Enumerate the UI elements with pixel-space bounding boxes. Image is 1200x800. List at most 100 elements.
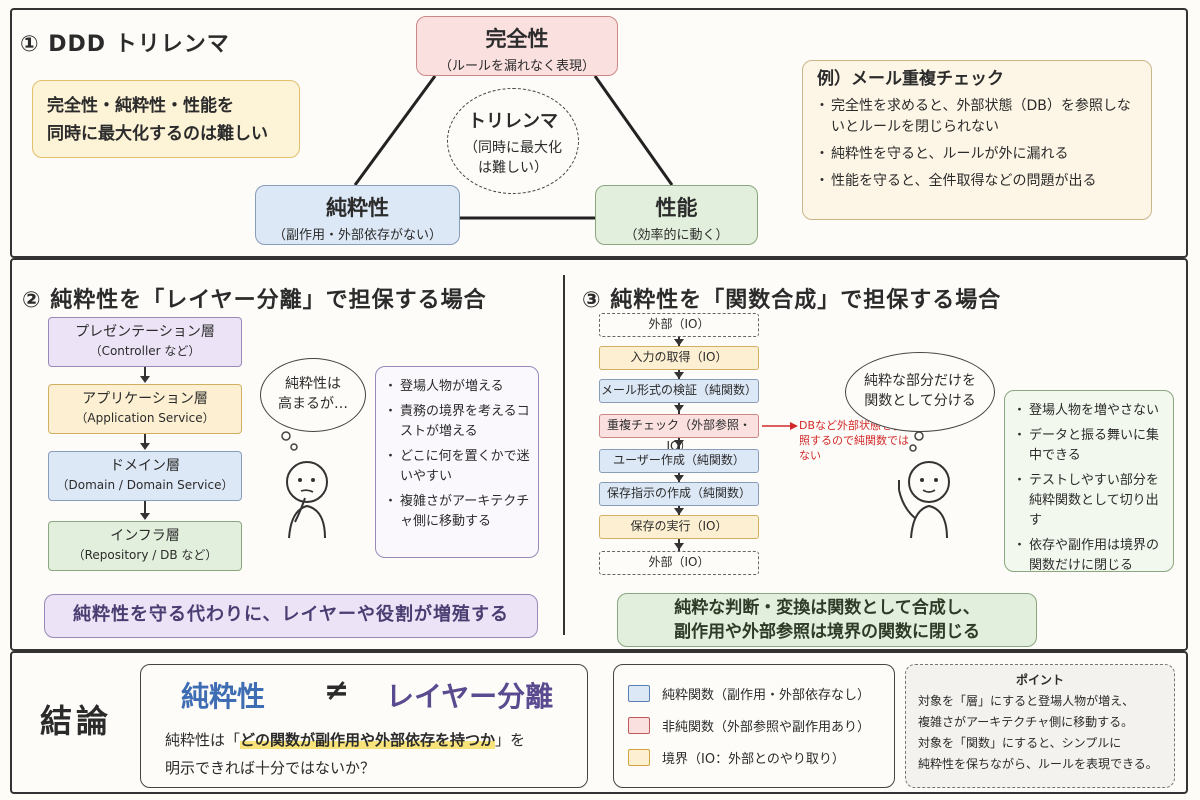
benefit-item: 登場人物を増やさない xyxy=(1013,401,1165,421)
layer-separation-word: レイヤー分離 xyxy=(386,680,554,713)
benefit-item: 依存や副作用は境界の関数だけに閉じる xyxy=(1013,536,1165,576)
point-title: ポイント xyxy=(1015,673,1064,687)
point-line: 複雑さがアーキテクチャ側に移動する。 xyxy=(918,715,1134,729)
section3-title: ③ 純粋性を「関数合成」で担保する場合 xyxy=(582,288,1002,313)
layer-name: アプリケーション層 xyxy=(82,391,208,407)
layer-sub: （Domain / Domain Service） xyxy=(56,478,234,492)
arrow-down-icon xyxy=(674,405,684,412)
flow-step-external: 外部（IO） xyxy=(599,313,759,337)
conclusion-highlight: どの関数が副作用や外部依存を持つか xyxy=(240,731,496,749)
example-item: 性能を守ると、全件取得などの問題が出る xyxy=(815,171,1137,192)
purity-word: 純粋性 xyxy=(181,680,266,713)
example-title: 例）メール重複チェック xyxy=(817,69,1004,89)
impure-warning-note: DBなど外部状態を参照するので純関数ではない xyxy=(799,419,909,462)
example-item: 完全性を求めると、外部状態（DB）を参照しないとルールを閉じられない xyxy=(815,96,1137,138)
drawback-item: どこに何を置くかで迷いやすい xyxy=(384,447,530,487)
not-equal-sign: ≠ xyxy=(324,673,350,708)
domain-layer: ドメイン層 （Domain / Domain Service） xyxy=(48,451,242,501)
arrow-down-icon xyxy=(674,372,684,379)
conclusion-statement: 純粋性 ≠ レイヤー分離 純粋性は「どの関数が副作用や外部依存を持つか」を 明示… xyxy=(140,664,588,788)
completeness-sub: （ルールを漏れなく表現） xyxy=(438,59,595,74)
arrow-down-icon xyxy=(674,543,684,550)
flow-step-validate: メール形式の検証（純関数） xyxy=(599,379,759,403)
drawback-item: 登場人物が増える xyxy=(384,377,530,397)
layers-drawbacks-panel: 登場人物が増える 責務の境界を考えるコストが増える どこに何を置くかで迷いやすい… xyxy=(375,366,539,558)
drawback-item: 複雑さがアーキテクチャ側に移動する xyxy=(384,492,530,532)
arrow-down-icon xyxy=(140,443,150,450)
legend-row-impure: 非純関数（外部参照や副作用あり） xyxy=(628,709,880,741)
layers-drawbacks-list: 登場人物が増える 責務の境界を考えるコストが増える どこに何を置くかで迷いやすい… xyxy=(384,377,530,532)
point-panel: ポイント 対象を「層」にすると登場人物が増え、 複雑さがアーキテクチャ側に移動す… xyxy=(905,664,1175,788)
bubble-line: 純粋性は xyxy=(285,376,341,392)
layer-name: プレゼンテーション層 xyxy=(75,324,215,340)
application-layer: アプリケーション層 （Application Service） xyxy=(48,384,242,434)
layer-sub: （Repository / DB など） xyxy=(72,548,218,562)
arrow-down-icon xyxy=(674,475,684,482)
bubble-line: 関数として分ける xyxy=(864,393,976,409)
legend-label: 境界（IO：外部とのやり取り） xyxy=(662,751,845,767)
section1-title: ① DDD トリレンマ xyxy=(20,32,230,57)
arrow-down-icon xyxy=(140,513,150,520)
arrow-down-icon xyxy=(140,376,150,383)
conclusion-text-line2: 明示できれば十分ではないか？ xyxy=(165,759,376,777)
conclusion-text-line1: 純粋性は「どの関数が副作用や外部依存を持つか」を xyxy=(165,729,525,750)
presentation-layer: プレゼンテーション層 （Controller など） xyxy=(48,317,242,367)
layer-connector xyxy=(144,367,146,377)
example-panel: 例）メール重複チェック 完全性を求めると、外部状態（DB）を参照しないとルールを… xyxy=(802,60,1152,220)
arrow-down-icon xyxy=(674,440,684,447)
legend-label: 非純関数（外部参照や副作用あり） xyxy=(662,719,871,735)
arrow-down-icon xyxy=(674,508,684,515)
legend-panel: 純粋関数（副作用・外部依存なし） 非純関数（外部参照や副作用あり） 境界（IO：… xyxy=(613,664,895,788)
layers-summary-banner: 純粋性を守る代わりに、レイヤーや役割が増殖する xyxy=(44,594,538,638)
completeness-title: 完全性 xyxy=(485,27,549,51)
triangle-edge-top-right xyxy=(593,75,674,186)
thought-bubble-functions: 純粋な部分だけを 関数として分ける xyxy=(845,352,995,432)
conclusion-text-pre: 純粋性は「 xyxy=(165,731,241,749)
layer-sub: （Controller など） xyxy=(89,344,201,358)
legend-swatch-impure xyxy=(628,716,650,734)
flow-step-input: 入力の取得（IO） xyxy=(599,346,759,370)
layer-sub: （Application Service） xyxy=(75,411,215,425)
trilemma-cloud-sub1: （同時に最大化 xyxy=(464,140,562,156)
flow-step-external: 外部（IO） xyxy=(599,551,759,575)
performance-node: 性能 （効率的に動く） xyxy=(595,185,758,245)
functions-summary-line1: 純粋な判断・変換は関数として合成し、 xyxy=(674,598,980,618)
trilemma-note-line2: 同時に最大化するのは難しい xyxy=(47,124,268,144)
section2-title: ② 純粋性を「レイヤー分離」で担保する場合 xyxy=(22,288,487,313)
thought-bubble-layers: 純粋性は 高まるが… xyxy=(260,358,366,432)
trilemma-cloud: トリレンマ （同時に最大化 は難しい） xyxy=(447,88,579,194)
layer-connector xyxy=(144,434,146,444)
functions-benefits-list: 登場人物を増やさない データと振る舞いに集中できる テストしやすい部分を純粋関数… xyxy=(1013,401,1165,576)
completeness-node: 完全性 （ルールを漏れなく表現） xyxy=(416,16,618,76)
conclusion-text-post: 」を xyxy=(495,731,526,749)
red-arrow-icon xyxy=(762,422,798,430)
drawback-item: 責務の境界を考えるコストが増える xyxy=(384,402,530,442)
trilemma-cloud-title: トリレンマ xyxy=(468,111,558,132)
trilemma-note-line1: 完全性・純粋性・性能を xyxy=(47,96,234,116)
triangle-edge-top-left xyxy=(353,75,437,186)
legend-label: 純粋関数（副作用・外部依存なし） xyxy=(662,687,871,703)
bubble-line: 高まるが… xyxy=(278,396,348,412)
section-divider xyxy=(563,275,565,635)
flow-step-save-exec: 保存の実行（IO） xyxy=(599,515,759,539)
point-line: 対象を「層」にすると登場人物が増え、 xyxy=(918,694,1135,708)
flow-step-save-instruction: 保存指示の作成（純関数） xyxy=(599,482,759,506)
arrow-down-icon xyxy=(674,339,684,346)
example-list: 完全性を求めると、外部状態（DB）を参照しないとルールを閉じられない 純粋性を守… xyxy=(815,96,1137,192)
benefit-item: データと振る舞いに集中できる xyxy=(1013,426,1165,466)
trilemma-triangle xyxy=(353,75,674,220)
purity-title: 純粋性 xyxy=(326,196,389,220)
layer-name: インフラ層 xyxy=(110,528,180,544)
functions-benefits-panel: 登場人物を増やさない データと振る舞いに集中できる テストしやすい部分を純粋関数… xyxy=(1004,390,1174,573)
legend-row-boundary: 境界（IO：外部とのやり取り） xyxy=(628,741,880,773)
flow-step-duplicate-check: 重複チェック（外部参照・IO） xyxy=(599,414,759,453)
point-line: 純粋性を保ちながら、ルールを表現できる。 xyxy=(918,757,1158,771)
flow-step-create-user: ユーザー作成（純関数） xyxy=(599,449,759,473)
layer-connector xyxy=(144,501,146,514)
layer-name: ドメイン層 xyxy=(110,458,180,474)
benefit-item: テストしやすい部分を純粋関数として切り出す xyxy=(1013,471,1165,531)
trilemma-note: 完全性・純粋性・性能を 同時に最大化するのは難しい xyxy=(32,80,300,158)
point-line: 対象を「関数」にすると、シンプルに xyxy=(918,736,1122,750)
purity-sub: （副作用・外部依存がない） xyxy=(272,228,442,243)
functions-summary-banner: 純粋な判断・変換は関数として合成し、 副作用や外部参照は境界の関数に閉じる xyxy=(617,593,1037,647)
